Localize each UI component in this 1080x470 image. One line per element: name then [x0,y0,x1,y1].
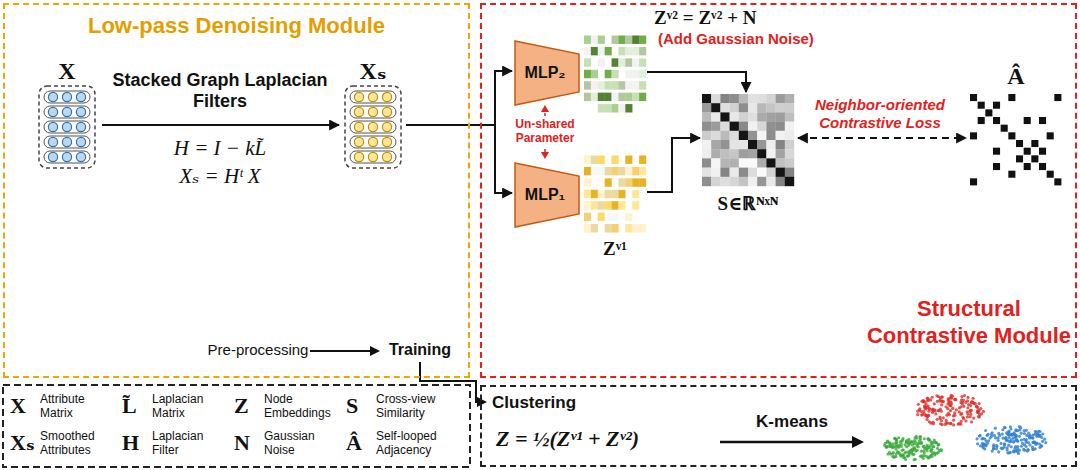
label-slot: N [234,428,264,458]
label-slot: Gaussian Noise [264,429,344,457]
edge-label-slot: Neighbor-oriented Contrastive Loss [800,96,960,132]
kmeans-arrow [720,436,864,448]
legend-text: Gaussian Noise [264,429,344,457]
legend-text: Attribute Matrix [40,392,120,420]
label-slot: Cross-view Similarity [376,392,456,420]
shape-art [584,34,646,114]
label-slot: S [346,391,376,421]
node-note: (Add Gaussian Noise) [658,30,814,47]
shape-art [970,94,1062,186]
label-slot: Attribute Matrix [40,392,120,420]
node-text: X [38,57,96,85]
edge-label: Stacked Graph Laplacian Filters [110,70,330,112]
label-slot: H = I − kL̃ [120,136,320,161]
edge-label: Neighbor-oriented Contrastive Loss [800,96,960,132]
label-slot: Laplacian Matrix [152,392,232,420]
method-label: K-means [737,412,847,432]
legend-text: Smoothed Attributes [40,429,120,457]
label-slot: K-means [737,412,847,432]
label-slot: Training [382,341,458,359]
shape-art [584,154,646,234]
module-box: Structural Contrastive ModuleMLP₂MLP₁Zᵛ²… [480,3,1077,378]
label-slot: H [122,428,152,458]
label-slot: Pre-processing [203,341,313,358]
node-text: Low-pass Denoising Module [5,13,468,39]
attribute-matrix: X [38,57,96,169]
embedding-matrix: Zᵛ¹ [584,154,646,234]
legend-text: Laplacian Filter [152,429,232,457]
smoothed-matrix: Xₛ [344,57,402,169]
annotation: Un-shared Parameter [505,117,585,145]
node-text: Zᵛ¹ [584,238,646,260]
legend-symbol: S [346,391,376,421]
legend-text: Node Embeddings [264,392,344,420]
label-slot: Un-shared Parameter [505,117,585,145]
mlp-block: MLP₁ [514,162,580,228]
shape-art [702,94,794,186]
node-text: MLP₁ [514,162,580,228]
node-text: Zᵛ² = Zᵛ² + N [654,7,757,29]
node-text: Â [970,62,1062,90]
shape-art [344,85,402,169]
node-text: Clustering [492,393,576,413]
preprocess-arrow [310,346,380,356]
formula: Xₛ = Hᵗ X [120,164,320,189]
adjacency-matrix: Â [970,94,1062,186]
legend-symbol: H [122,428,152,458]
label-slot: Xₛ [10,428,40,458]
legend-symbol: Z [234,391,264,421]
legend-text: Laplacian Matrix [152,392,232,420]
label-slot: Â [346,428,376,458]
legend-symbol: X [10,391,40,421]
connector-arrow [406,125,512,193]
legend-box [3,385,470,467]
legend-symbol: Â [346,428,376,458]
node-text: Xₛ [344,57,402,85]
label-slot: Laplacian Filter [152,429,232,457]
embedding-matrix: Zᵛ² = Zᵛ² + N(Add Gaussian Noise) [584,34,646,114]
label-slot: Xₛ = Hᵗ X [120,164,320,189]
connector-arrow [406,71,512,125]
edge-label-slot: Stacked Graph Laplacian Filters [110,70,330,112]
connector-arrow [647,72,746,92]
label-slot: Z = ½(Zᵛ¹ + Zᵛ²) [496,426,706,452]
legend-text: Self-looped Adjacency [376,429,456,457]
label-slot: Z [234,391,264,421]
label-slot: X [10,391,40,421]
legend-text: Cross-view Similarity [376,392,456,420]
stage-label: Training [382,341,458,359]
shape-art [38,85,96,169]
connector-arrow [647,138,700,192]
stage-label: Pre-processing [203,341,313,358]
label-slot: Smoothed Attributes [40,429,120,457]
legend-symbol: L̃ [122,391,152,421]
label-slot: Node Embeddings [264,392,344,420]
label-slot: Self-looped Adjacency [376,429,456,457]
legend-symbol: N [234,428,264,458]
mlp-block: MLP₂ [514,40,580,106]
node-text: Structural Contrastive Module [864,295,1074,349]
cluster-scatter [883,394,1047,462]
formula: H = I − kL̃ [120,136,320,161]
node-text: MLP₂ [514,40,580,106]
module-box: Low-pass Denoising ModuleX Xₛ [3,3,470,378]
label-slot: L̃ [122,391,152,421]
legend-symbol: Xₛ [10,428,40,458]
formula: Z = ½(Zᵛ¹ + Zᵛ²) [496,426,706,452]
connector-arrow [798,137,966,139]
connector-arrow [102,124,339,126]
node-text: S∈ℝᴺˣᴺ [702,190,794,216]
similarity-matrix: S∈ℝᴺˣᴺ [702,94,794,186]
